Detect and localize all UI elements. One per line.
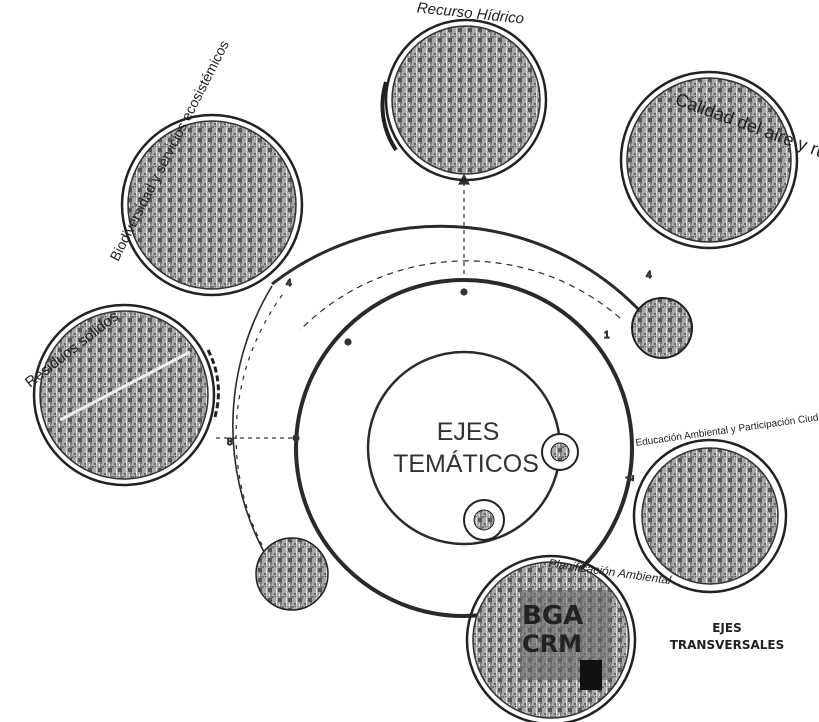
label-recurso-hidrico: Recurso Hídrico [416, 0, 525, 28]
svg-text:CRM: CRM [522, 630, 582, 658]
photo-residuos [40, 311, 208, 479]
theme-biodiversidad: Biodiversidad y servicios ecosistémicos [106, 38, 302, 295]
outer-arc-thick [272, 226, 650, 322]
theme-calidad-aire: Calidad del aire y ruido [621, 72, 819, 248]
svg-text:BGA: BGA [522, 601, 583, 631]
svg-text:7: 7 [623, 475, 635, 481]
svg-text:4: 4 [646, 270, 652, 281]
logo-bga-crm: BGA CRM [520, 590, 610, 690]
transversal-line2: TRANSVERSALES [670, 638, 785, 652]
node-inner-bottom-core [474, 510, 494, 530]
outer-arc-thin [233, 286, 272, 552]
center-title-line1: EJES [437, 418, 500, 446]
photo-recurso-hidrico [392, 26, 540, 174]
node-top-right [632, 298, 692, 358]
photo-educacion [642, 448, 778, 584]
theme-residuos: Residuos sólidos [22, 305, 218, 485]
photo-biodiversidad [128, 121, 296, 289]
center-title-line2: TEMÁTICOS [393, 449, 539, 478]
outer-arc-left [236, 290, 286, 545]
theme-recurso-hidrico: Recurso Hídrico [382, 0, 546, 180]
svg-text:1: 1 [604, 330, 610, 341]
theme-educacion: Educación Ambiental y Participación Ciud… [634, 408, 819, 592]
node-bottom-left [256, 538, 328, 610]
theme-planificacion: BGA CRM Planificación Ambiental [467, 556, 672, 722]
transversal-line1: EJES [712, 621, 742, 635]
svg-text:8: 8 [227, 437, 233, 448]
node-inner-right-core [551, 443, 569, 461]
svg-text:4: 4 [286, 278, 292, 289]
